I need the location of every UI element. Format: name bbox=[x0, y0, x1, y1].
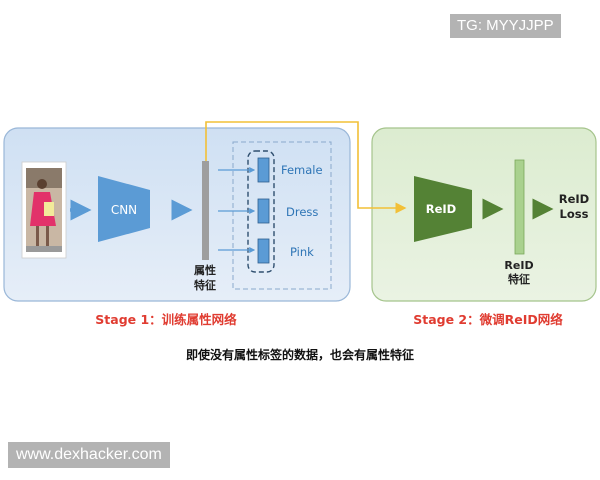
watermark-bottom: www.dexhacker.com bbox=[8, 442, 170, 468]
reid-loss-label-line1: ReID bbox=[559, 192, 589, 206]
footnote: 即使没有属性标签的数据，也会有属性特征 bbox=[186, 347, 414, 362]
attribute-block-dress bbox=[257, 198, 270, 224]
watermark-top: TG: MYYJJPP bbox=[450, 14, 561, 38]
pedestrian-photo-icon bbox=[21, 161, 67, 259]
attribute-feature-label-line1: 属性 bbox=[194, 263, 216, 277]
reid-label: ReID bbox=[426, 202, 456, 216]
cnn-label: CNN bbox=[111, 203, 137, 217]
attribute-row-pink: Pink bbox=[218, 238, 314, 264]
attribute-feature-label-line2: 特征 bbox=[194, 278, 216, 292]
attribute-block-pink bbox=[257, 238, 270, 264]
attribute-row-female: Female bbox=[218, 157, 323, 183]
attribute-label-female: Female bbox=[281, 163, 323, 177]
reid-feature-label-line1: ReID bbox=[504, 259, 533, 272]
attribute-block-female bbox=[257, 157, 270, 183]
attribute-label-dress: Dress bbox=[286, 205, 318, 219]
attribute-feature-bar bbox=[202, 161, 209, 260]
reid-block bbox=[414, 176, 472, 242]
reid-feature-bar bbox=[514, 159, 525, 255]
reid-feature-label-line2: 特征 bbox=[508, 272, 530, 286]
connector-attribute-to-reid bbox=[205, 121, 407, 214]
stage1-caption: Stage 1：训练属性网络 bbox=[95, 312, 237, 327]
attribute-label-pink: Pink bbox=[290, 245, 314, 259]
reid-loss-label-line2: Loss bbox=[560, 207, 589, 221]
cnn-block bbox=[98, 176, 150, 242]
attribute-outer-dashed-box bbox=[232, 141, 332, 290]
stage2-caption: Stage 2：微调ReID网络 bbox=[413, 312, 563, 327]
attribute-row-dress: Dress bbox=[218, 198, 318, 224]
